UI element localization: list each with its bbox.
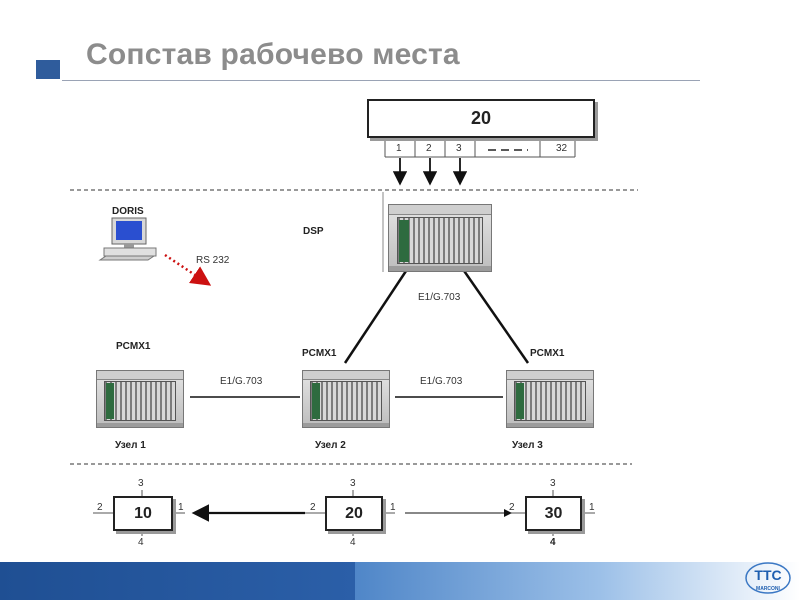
bottom-box-30: 30 <box>525 496 582 531</box>
pcmx-left-label: PCMX1 <box>116 341 151 352</box>
top-port-1: 1 <box>396 143 402 154</box>
rs232-label: RS 232 <box>196 255 230 266</box>
ttc-marconi-logo: TTC MARCONI <box>744 560 792 596</box>
box30-port-right: 1 <box>589 502 595 513</box>
bottom-box-10-label: 10 <box>134 504 152 522</box>
computer-icon <box>98 216 160 264</box>
box10-port-left: 2 <box>97 502 103 513</box>
title-bullet <box>36 60 60 79</box>
box10-port-top: 3 <box>138 478 144 489</box>
box10-port-right: 1 <box>178 502 184 513</box>
e1-dsp-label: E1/G.703 <box>418 292 461 303</box>
box30-port-left: 2 <box>509 502 515 513</box>
title-underline <box>62 80 700 81</box>
box20-port-top: 3 <box>350 478 356 489</box>
pcmx-right-label: PCMX1 <box>530 348 565 359</box>
box20-port-right: 1 <box>390 502 396 513</box>
link-dsp-node3 <box>458 264 530 364</box>
node1-rack <box>96 370 184 428</box>
bottom-box-20-label: 20 <box>345 504 363 522</box>
top-port-2: 2 <box>426 143 432 154</box>
top-port-3: 3 <box>456 143 462 154</box>
top-multiplexer-box: 20 <box>367 99 595 138</box>
dsp-rack <box>388 204 492 272</box>
logo-subtext: MARCONI <box>756 586 780 592</box>
box10-port-bottom: 4 <box>138 537 144 548</box>
bottom-box-10: 10 <box>113 496 173 531</box>
link-dsp-node2 <box>343 264 412 364</box>
bottom-box-20: 20 <box>325 496 383 531</box>
box20-port-bottom: 4 <box>350 537 356 548</box>
node2-rack <box>302 370 390 428</box>
slide-title: Сопстав рабочево места <box>86 38 460 71</box>
node3-label: Узел 3 <box>512 440 543 451</box>
footer-bar-gradient <box>355 562 800 600</box>
box30-port-bottom: 4 <box>550 537 556 548</box>
node3-rack <box>506 370 594 428</box>
top-box-label: 20 <box>470 108 492 128</box>
e1-right-label: E1/G.703 <box>420 376 463 387</box>
logo-text: TTC <box>754 567 781 583</box>
top-box-port-lines <box>384 138 576 158</box>
doris-label: DORIS <box>112 206 144 217</box>
box20-port-left: 2 <box>310 502 316 513</box>
box30-port-top: 3 <box>550 478 556 489</box>
dsp-label: DSP <box>303 226 324 237</box>
e1-left-label: E1/G.703 <box>220 376 263 387</box>
rs232-arrow <box>164 253 212 286</box>
top-port-32: 32 <box>556 143 568 154</box>
node2-label: Узел 2 <box>315 440 346 451</box>
pcmx-mid-label: PCMX1 <box>302 348 337 359</box>
footer-bar-dark <box>0 562 355 600</box>
bottom-box-30-label: 30 <box>544 504 563 522</box>
node1-label: Узел 1 <box>115 440 146 451</box>
